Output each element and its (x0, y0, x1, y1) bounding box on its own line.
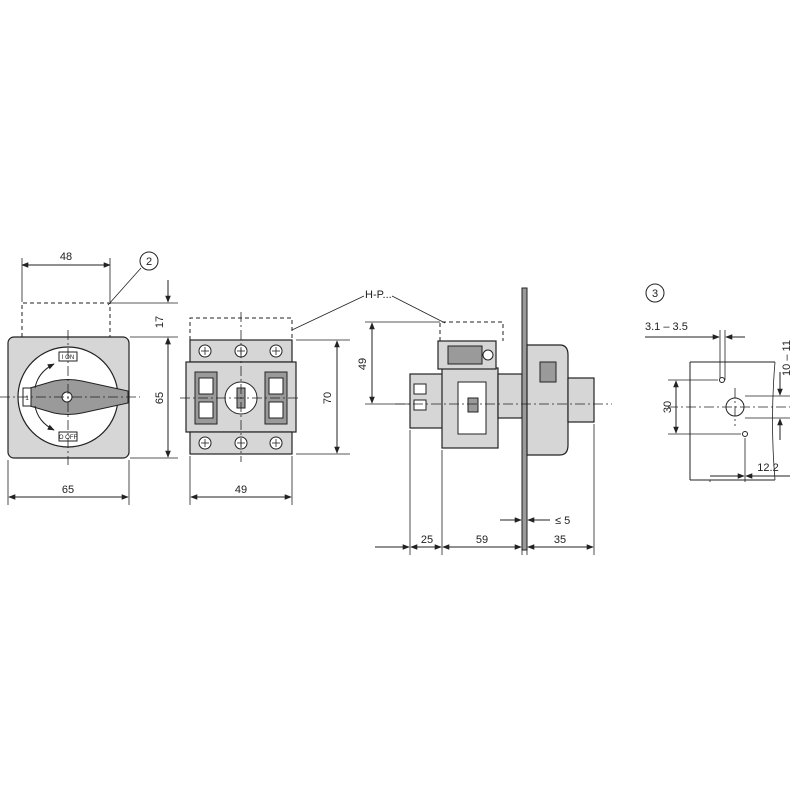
dim-c-label: 35 (554, 534, 566, 546)
marker-3-label: 3 (652, 288, 658, 300)
terminal-view: 70 49 (180, 312, 350, 505)
front-height-label: 65 (154, 392, 166, 404)
panel-thickness-label: ≤ 5 (555, 515, 570, 527)
cover-outline (21, 302, 111, 337)
rotation-arrow-up-icon (34, 363, 55, 389)
terminal-height-label: 70 (322, 392, 334, 404)
cover-width-label: 48 (60, 251, 72, 263)
cutout-panel-outline (689, 361, 775, 481)
side-cover-outline (439, 321, 504, 341)
rotation-arrow-down-icon (34, 405, 55, 431)
cutout-view: 3 3.1 – 3.5 10 – 11 30 12.2 (645, 283, 793, 482)
knob (567, 377, 595, 423)
callout-label: H-P... (365, 289, 392, 301)
mounting-panel (521, 287, 528, 551)
small-hole-bottom (742, 431, 748, 437)
handle-profile (526, 344, 569, 456)
spacing-label: 30 (662, 401, 674, 413)
marker-2-label: 2 (146, 256, 152, 268)
shaft-adapter (497, 373, 523, 419)
side-height-label: 49 (357, 358, 369, 370)
hole-dia-label: 3.1 – 3.5 (645, 321, 688, 333)
small-hole-top (719, 377, 725, 383)
offset-label: 12.2 (757, 462, 778, 474)
cover-height-label: 17 (154, 316, 166, 328)
marker-3-circle (645, 283, 665, 303)
front-width-label: 65 (62, 484, 74, 496)
dim-a-label: 25 (421, 534, 433, 546)
terminal-width-label: 49 (235, 484, 247, 496)
side-label: 1 (25, 396, 29, 402)
side-view: H-P... 49 (291, 287, 612, 555)
marker-2-circle (139, 251, 159, 271)
slot-label: 10 – 11 (781, 340, 793, 376)
dim-b-label: 59 (476, 534, 488, 546)
front-view: 48 2 17 I ON O OFF 1 65 (0, 251, 178, 505)
